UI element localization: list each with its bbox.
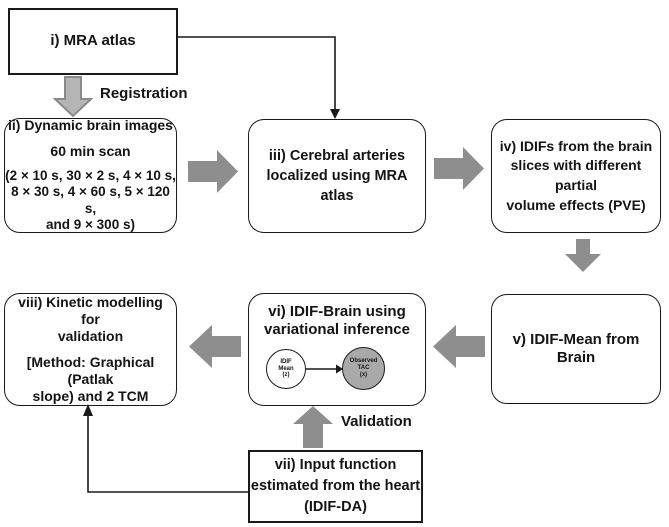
latent-node-line: Mean: [278, 365, 294, 372]
box-idif-brain-variational: vi) IDIF-Brain using variational inferen…: [248, 293, 426, 406]
validation-label: Validation: [341, 413, 412, 430]
box-mra-atlas: i) MRA atlas: [8, 8, 178, 75]
observed-node-line: (x): [359, 371, 368, 378]
box-idif-pve-line: slices with different partial: [510, 157, 646, 193]
connector-input-to-kinetic-line: [83, 404, 248, 493]
flow-arrow-left-icon: [189, 325, 241, 368]
flow-arrow-right-icon: [434, 147, 484, 190]
box-idif-mean-brain: v) IDIF-Mean from Brain: [491, 294, 661, 404]
registration-arrow-icon: [53, 76, 93, 118]
box-idif-mean-brain-label: v) IDIF-Mean from Brain: [512, 330, 644, 366]
connector-atlas-to-arteries-line: [178, 36, 340, 119]
box-idif-brain-title-line: variational inference: [264, 321, 410, 339]
box-dynamic-brain-timing-line: 8 × 30 s, 4 × 60 s, 5 × 120 s,: [11, 184, 174, 216]
observed-node-line: Observed: [349, 358, 378, 365]
flow-arrow-right-icon: [188, 150, 238, 193]
observed-node-line: TAC: [357, 365, 370, 372]
box-input-function-heart: vii) Input function estimated from the h…: [248, 450, 423, 523]
box-idif-pve-line: volume effects (PVE): [506, 196, 646, 213]
latent-node-line: IDIF: [280, 358, 292, 365]
box-idif-pve-line: iv) IDIFs from the brain: [499, 137, 653, 154]
box-dynamic-brain-images: ii) Dynamic brain images 60 min scan (2 …: [4, 117, 177, 233]
flow-arrow-left-icon: [433, 325, 485, 368]
node-arrow-icon: [306, 364, 343, 374]
box-idif-brain-title-line: vi) IDIF-Brain using: [268, 303, 406, 320]
registration-label: Registration: [100, 85, 188, 102]
flow-arrow-down-icon: [565, 239, 601, 272]
box-kinetic-modelling-line: slope) and 2 TCM: [32, 388, 149, 405]
box-mra-atlas-label: i) MRA atlas: [50, 32, 136, 50]
box-cerebral-arteries-line: iii) Cerebral arteries: [268, 147, 406, 164]
box-kinetic-modelling-line: validation: [57, 327, 124, 344]
box-input-function-line: vii) Input function: [274, 456, 397, 473]
box-idif-pve: iv) IDIFs from the brain slices with dif…: [491, 119, 661, 233]
box-kinetic-modelling-line: viii) Kinetic modelling for: [18, 293, 171, 327]
box-kinetic-modelling: viii) Kinetic modelling for validation […: [4, 293, 177, 406]
box-dynamic-brain-timing-line: (2 × 10 s, 30 × 2 s, 4 × 10 s,: [5, 167, 176, 183]
box-input-function-line: estimated from the heart: [250, 477, 421, 494]
validation-arrow-up-icon: [293, 406, 333, 448]
box-dynamic-brain-scan: 60 min scan: [50, 142, 131, 159]
box-dynamic-brain-timing-line: and 9 × 300 s): [46, 217, 135, 233]
latent-node-line: (z): [282, 372, 290, 379]
box-input-function-line: (IDIF-DA): [304, 499, 367, 515]
box-cerebral-arteries-line: localized using MRA atlas: [266, 167, 412, 205]
latent-node-idif-mean: IDIF Mean (z): [266, 349, 306, 389]
observed-node-tac: Observed TAC (x): [342, 347, 385, 390]
box-cerebral-arteries: iii) Cerebral arteries localized using M…: [248, 119, 426, 233]
box-dynamic-brain-title: ii) Dynamic brain images: [8, 117, 173, 134]
box-kinetic-modelling-line: [Method: Graphical (Patlak: [26, 354, 159, 388]
